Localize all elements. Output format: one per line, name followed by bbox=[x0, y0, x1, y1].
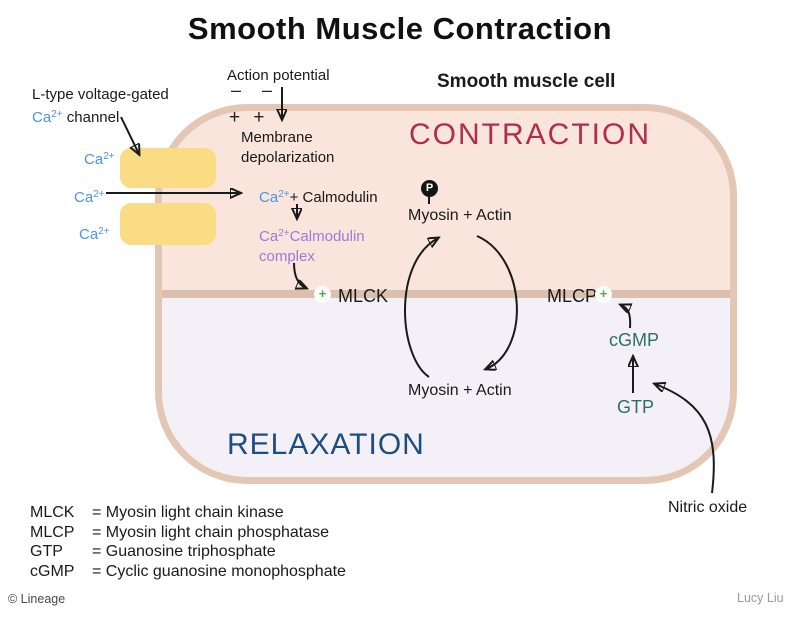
legend-row-cgmp: cGMP = Cyclic guanosine monophosphate bbox=[30, 562, 346, 580]
phosphate-badge: P bbox=[421, 180, 438, 197]
mlcp-activation-plus-badge: + bbox=[595, 286, 612, 303]
copyright-credit: © Lineage bbox=[8, 592, 66, 606]
membrane-depolarization-label: Membrane depolarization bbox=[241, 129, 335, 166]
intracellular-positive-charges: + + bbox=[229, 107, 269, 128]
contraction-heading: CONTRACTION bbox=[409, 118, 651, 151]
calcium-ion-3: Ca2+ bbox=[79, 226, 110, 243]
gtp-label: GTP bbox=[617, 397, 655, 417]
abbreviation-legend: MLCK = Myosin light chain kinase MLCP = … bbox=[30, 503, 346, 581]
mlck-label: MLCK bbox=[338, 286, 389, 306]
calcium-channel-lower-subunit bbox=[120, 203, 216, 245]
mlcp-label: MLCP bbox=[547, 286, 598, 306]
membrane-divider-line bbox=[162, 290, 730, 298]
legend-row-mlck: MLCK = Myosin light chain kinase bbox=[30, 504, 284, 521]
page-title: Smooth Muscle Contraction bbox=[187, 11, 613, 46]
mlck-activation-plus-badge: + bbox=[314, 286, 331, 303]
myosin-actin-phosphorylated-label: Myosin + Actin bbox=[408, 207, 512, 224]
calcium-ion-1: Ca2+ bbox=[84, 151, 115, 168]
calcium-channel-upper-subunit bbox=[120, 148, 216, 188]
myosin-actin-label: Myosin + Actin bbox=[408, 382, 512, 399]
author-credit: Lucy Liu bbox=[737, 591, 784, 605]
legend-row-gtp: GTP = Guanosine triphosphate bbox=[30, 543, 276, 560]
nitric-oxide-label: Nitric oxide bbox=[668, 499, 748, 516]
relaxation-heading: RELAXATION bbox=[227, 428, 425, 461]
smooth-muscle-cell-label: Smooth muscle cell bbox=[437, 71, 616, 92]
ltype-channel-label: L-type voltage-gated Ca2+ channel bbox=[32, 86, 169, 126]
calcium-calmodulin-complex-label: Ca2+Calmodulin complex bbox=[259, 228, 365, 265]
legend-row-mlcp: MLCP = Myosin light chain phosphatase bbox=[30, 523, 330, 541]
extracellular-negative-charges: – – bbox=[231, 80, 281, 100]
calcium-plus-calmodulin-label: Ca2++ Calmodulin bbox=[259, 189, 378, 206]
cgmp-label: cGMP bbox=[609, 330, 660, 350]
action-potential-label: Action potential bbox=[227, 67, 330, 84]
calcium-ion-2: Ca2+ bbox=[74, 189, 105, 206]
